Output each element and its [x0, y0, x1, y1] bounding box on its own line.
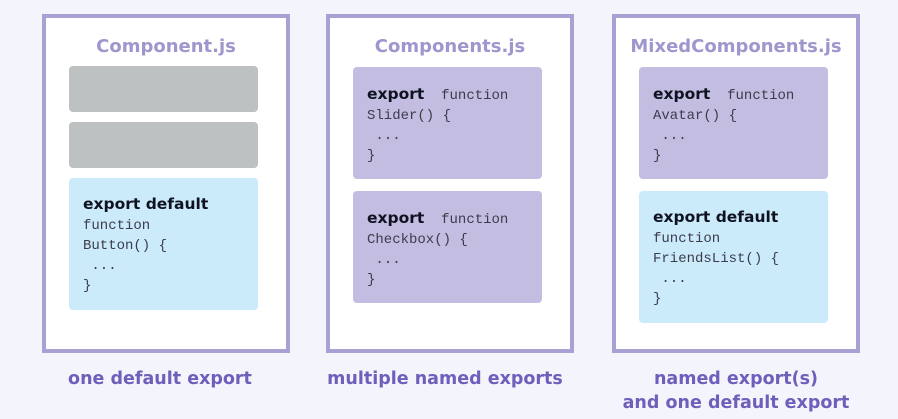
export-keyword-line: export function [367, 208, 542, 230]
caption-named-exports: multiple named exports [327, 369, 563, 389]
export-keyword: export [367, 85, 425, 103]
code-line: } [653, 148, 662, 164]
export-keyword-line: export default [653, 207, 828, 229]
code-line: } [367, 272, 376, 288]
placeholder-block [69, 66, 258, 112]
code-line: function [653, 231, 721, 247]
named-export-block: export function Slider() { ... } [353, 67, 542, 179]
code-line: ... [367, 252, 401, 268]
default-export-block: export default function FriendsList() { … [639, 191, 828, 323]
caption-default-export: one default export [68, 369, 252, 389]
default-export-block: export default function Button() { ... } [69, 178, 258, 310]
code-line: FriendsList() { [653, 251, 780, 267]
file-panel-components: Components.js export function Slider() {… [326, 14, 574, 353]
function-keyword: function [727, 88, 795, 104]
caption-line: named export(s) [653, 369, 819, 389]
code-line: } [367, 148, 376, 164]
export-default-keyword: export default [653, 208, 779, 226]
code-line: ... [83, 258, 117, 274]
function-keyword: function [441, 88, 509, 104]
export-keyword-line: export function [653, 84, 828, 106]
file-title: Components.js [374, 36, 526, 57]
code-line: Button() { [83, 238, 168, 254]
file-panel-component: Component.js export default function But… [42, 14, 290, 353]
code-line: Avatar() { [653, 108, 738, 124]
code-line: ... [653, 271, 687, 287]
export-keyword: export [653, 85, 711, 103]
file-panel-mixed-components: MixedComponents.js export function Avata… [612, 14, 860, 353]
code-line: Checkbox() { [367, 232, 468, 248]
code-line: ... [367, 128, 401, 144]
export-default-keyword: export default [83, 195, 209, 213]
named-export-block: export function Checkbox() { ... } [353, 191, 542, 303]
file-title: MixedComponents.js [630, 36, 842, 57]
code-line: ... [653, 128, 687, 144]
code-line: } [83, 278, 92, 294]
caption-mixed-exports: named export(s) and one default export [592, 367, 880, 415]
function-keyword: function [441, 212, 509, 228]
export-keyword-line: export default [83, 194, 258, 216]
code-line: } [653, 291, 662, 307]
file-title: Component.js [96, 36, 236, 57]
named-export-block: export function Avatar() { ... } [639, 67, 828, 179]
export-keyword-line: export function [367, 84, 542, 106]
code-line: function [83, 218, 151, 234]
export-keyword: export [367, 209, 425, 227]
code-line: Slider() { [367, 108, 452, 124]
placeholder-block [69, 122, 258, 168]
caption-line: and one default export [622, 393, 850, 413]
